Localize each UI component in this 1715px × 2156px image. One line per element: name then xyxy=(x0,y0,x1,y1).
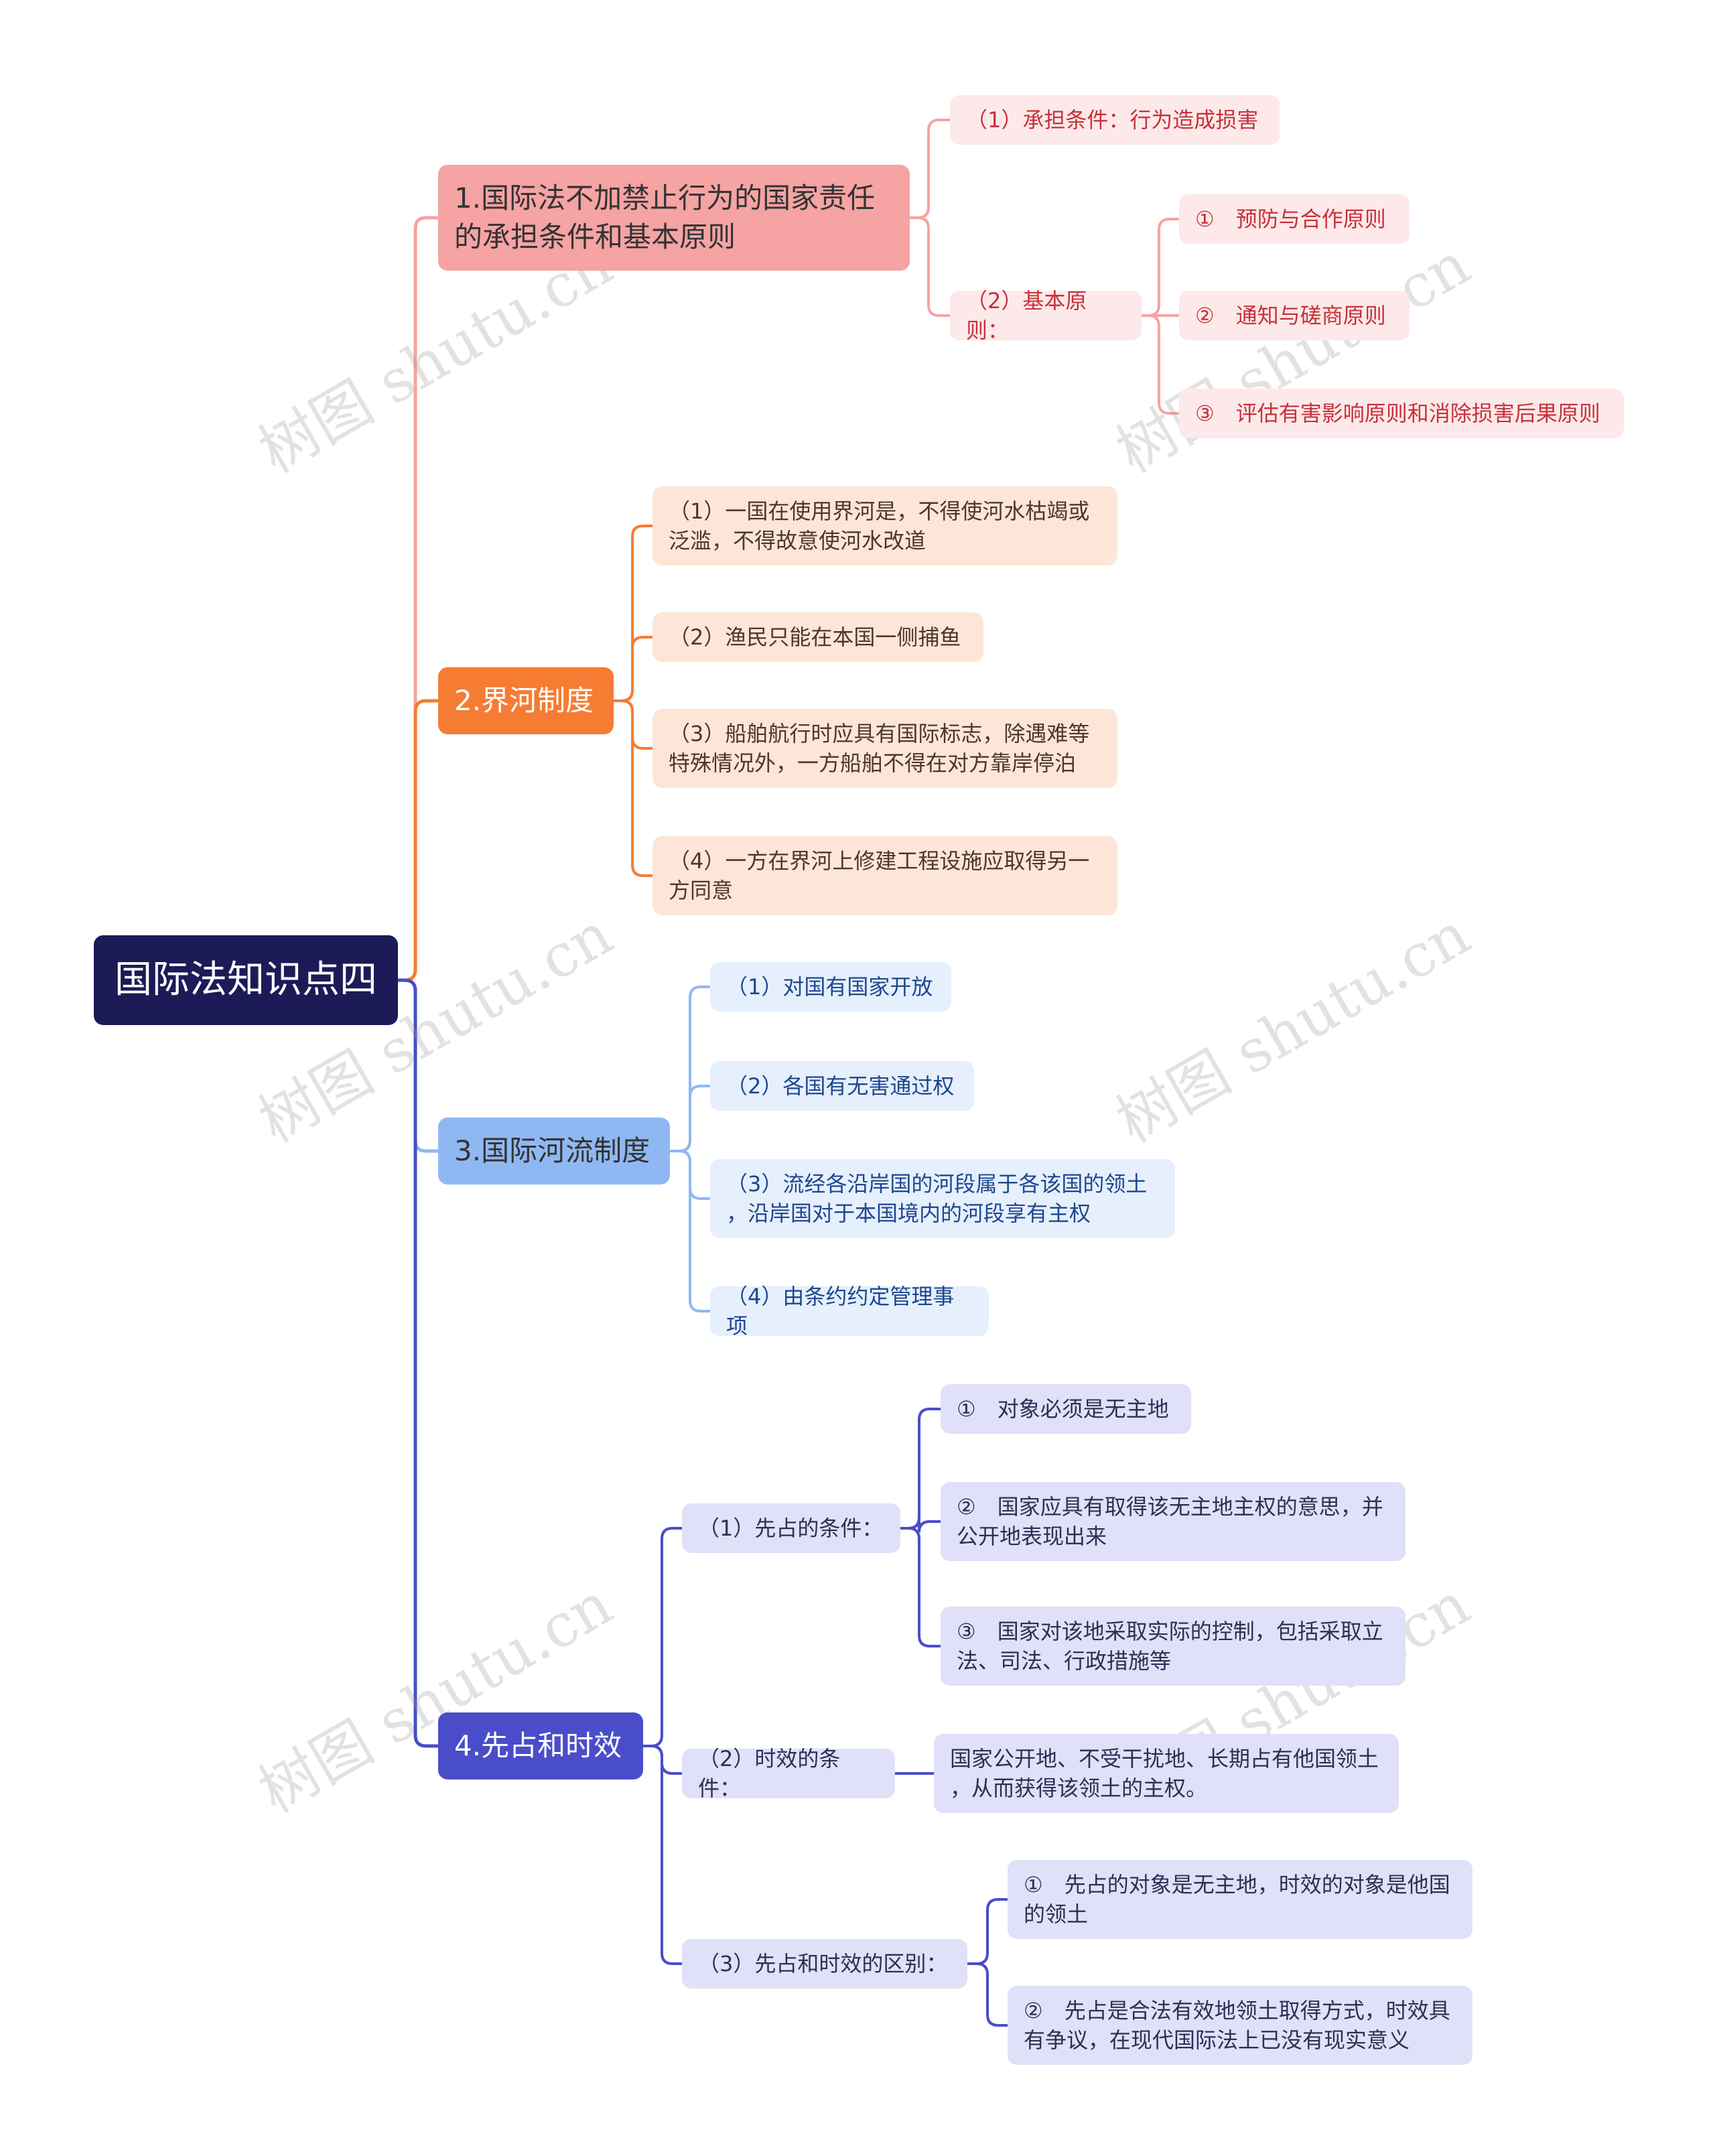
link-1-2-3 xyxy=(1140,314,1180,415)
topic-effective-control[interactable]: ③ 国家对该地采取实际的控制，包括采取立 法、司法、行政措施等 xyxy=(941,1607,1405,1686)
root-topic[interactable]: 国际法知识点四 xyxy=(94,935,398,1025)
link-branch-3 xyxy=(396,978,440,1153)
topic-innocent-passage[interactable]: （2）各国有无害通过权 xyxy=(710,1061,974,1111)
link-4-1-2 xyxy=(899,1517,942,1533)
topic-prescription-definition[interactable]: 国家公开地、不受干扰地、长期占有他国领土 ，从而获得该领土的主权。 xyxy=(934,1734,1399,1813)
link-3-2 xyxy=(669,1085,711,1152)
link-4-1-3 xyxy=(899,1527,942,1647)
topic-basic-principles[interactable]: （2）基本原则： xyxy=(950,288,1142,343)
topic-difference[interactable]: （3）先占和时效的区别： xyxy=(682,1939,967,1989)
topic-occupation-conditions[interactable]: （1）先占的条件： xyxy=(682,1503,900,1553)
branch-state-responsibility[interactable]: 1.国际法不加禁止行为的国家责任 的承担条件和基本原则 xyxy=(438,165,910,271)
link-4-1-1 xyxy=(899,1408,942,1530)
link-2-4 xyxy=(612,699,654,877)
link-branch-4 xyxy=(396,978,440,1748)
topic-open-to-all[interactable]: （1）对国有国家开放 xyxy=(710,962,951,1012)
topic-assessment-remediation[interactable]: ③ 评估有害影响原则和消除损害后果原则 xyxy=(1179,389,1624,438)
link-branch-1 xyxy=(396,216,440,982)
topic-legality-difference[interactable]: ② 先占是合法有效地领土取得方式，时效具 有争议，在现代国际法上已没有现实意义 xyxy=(1008,1986,1472,2065)
topic-ownerless-land[interactable]: ① 对象必须是无主地 xyxy=(941,1384,1191,1434)
topic-notification-consultation[interactable]: ② 通知与磋商原则 xyxy=(1179,291,1410,340)
topic-fishing[interactable]: （2）渔民只能在本国一侧捕鱼 xyxy=(653,612,983,662)
link-4-3 xyxy=(642,1745,683,1965)
link-1-2 xyxy=(908,216,951,317)
topic-object-difference[interactable]: ① 先占的对象是无主地，时效的对象是他国 的领土 xyxy=(1008,1860,1472,1939)
branch-international-river[interactable]: 3.国际河流制度 xyxy=(438,1118,670,1185)
link-4-1 xyxy=(642,1527,683,1747)
topic-navigation[interactable]: （3）船舶航行时应具有国际标志，除遇难等 特殊情况外，一方船舶不得在对方靠岸停泊 xyxy=(653,709,1117,788)
branch-occupation-prescription[interactable]: 4.先占和时效 xyxy=(438,1712,643,1779)
topic-conditions[interactable]: （1）承担条件：行为造成损害 xyxy=(950,95,1280,145)
branch-boundary-river[interactable]: 2.界河制度 xyxy=(438,667,614,734)
topic-treaty-management[interactable]: （4）由条约约定管理事项 xyxy=(710,1284,989,1339)
link-3-4 xyxy=(669,1150,711,1312)
topic-prevention-cooperation[interactable]: ① 预防与合作原则 xyxy=(1179,194,1410,244)
link-4-3-1 xyxy=(966,1898,1009,1965)
link-1-2-1 xyxy=(1140,218,1180,317)
topic-prescription-conditions[interactable]: （2）时效的条件： xyxy=(682,1746,895,1801)
topic-construction[interactable]: （4）一方在界河上修建工程设施应取得另一 方同意 xyxy=(653,836,1117,915)
topic-intent-of-sovereignty[interactable]: ② 国家应具有取得该无主地主权的意思，并 公开地表现出来 xyxy=(941,1482,1405,1561)
link-1-1 xyxy=(908,119,951,219)
topic-river-use[interactable]: （1）一国在使用界河是，不得使河水枯竭或 泛滥，不得故意使河水改道 xyxy=(653,486,1117,565)
topic-territorial-sovereignty[interactable]: （3）流经各沿岸国的河段属于各该国的领土 ，沿岸国对于本国境内的河段享有主权 xyxy=(710,1159,1175,1238)
link-4-3-2 xyxy=(966,1962,1009,2027)
link-branch-2 xyxy=(396,699,440,982)
link-2-2 xyxy=(612,636,654,702)
